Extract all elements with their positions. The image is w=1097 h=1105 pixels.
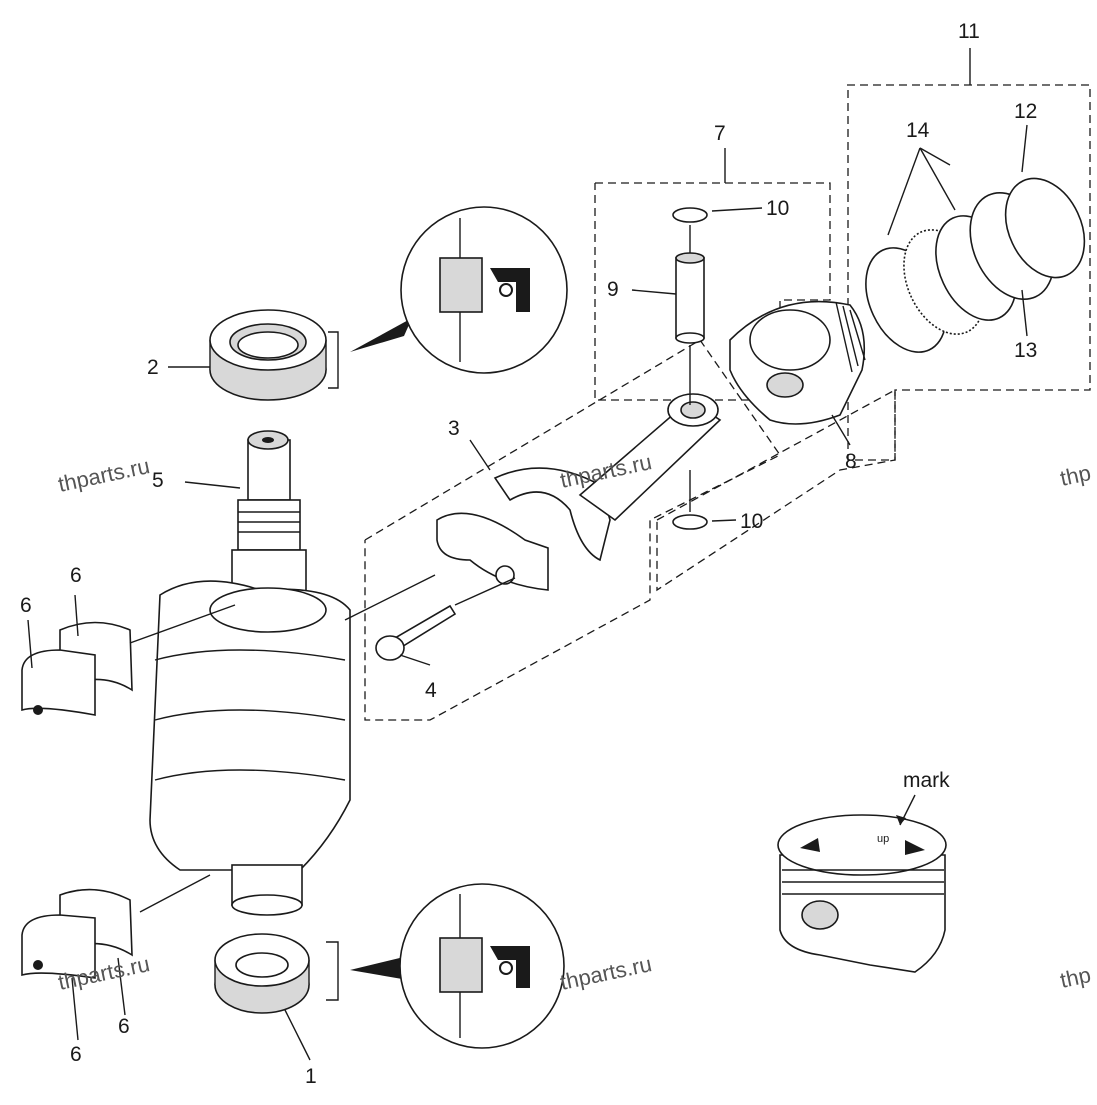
callout-12: 12: [1014, 100, 1037, 123]
watermark-4: thparts.ru: [558, 951, 654, 995]
callout-3: 3: [448, 417, 460, 440]
leader-lines: [27, 124, 1028, 1061]
callout-10-lower: 10: [740, 510, 763, 533]
piston-rings-12-13-14: [865, 177, 1086, 353]
oil-seal-2: [209, 309, 339, 401]
callout-1: 1: [305, 1065, 317, 1088]
callout-6-c: 6: [118, 1015, 130, 1038]
callout-5: 5: [152, 469, 164, 492]
callout-13: 13: [1014, 339, 1037, 362]
seal-detail-circle-lower: [350, 883, 565, 1049]
crankshaft-5: [149, 430, 351, 916]
callout-4: 4: [425, 679, 437, 702]
callout-7: 7: [714, 122, 726, 145]
connecting-rod-3: [436, 393, 722, 591]
piston-up-marking: up: [877, 833, 889, 845]
bearing-6-upper: [21, 621, 133, 716]
clip-10-upper: [672, 207, 708, 223]
watermark-1: thparts.ru: [56, 453, 152, 497]
callout-6-a: 6: [70, 564, 82, 587]
watermark-5: thp: [1058, 460, 1093, 491]
piston-8: [729, 300, 866, 425]
callout-11: 11: [958, 20, 980, 43]
watermark-6: thp: [1058, 962, 1093, 993]
oil-seal-1: [214, 933, 339, 1014]
callout-2: 2: [147, 356, 159, 379]
bearing-6-lower: [21, 888, 133, 979]
callout-10-upper: 10: [766, 197, 789, 220]
reference-piston: up: [777, 794, 947, 973]
callout-8: 8: [845, 450, 857, 473]
group-box-11: [847, 48, 1091, 461]
mark-label: mark: [903, 769, 950, 792]
callout-6-b: 6: [20, 594, 32, 617]
callout-6-d: 6: [70, 1043, 82, 1066]
group-box-7: [594, 148, 831, 401]
clip-10-lower: [672, 470, 708, 530]
callout-9: 9: [607, 278, 619, 301]
seal-detail-circle-upper: [350, 206, 568, 374]
bolt-4: [375, 604, 457, 661]
group-box-3: [364, 339, 896, 721]
piston-pin-9: [675, 225, 705, 405]
callout-14: 14: [906, 119, 930, 142]
